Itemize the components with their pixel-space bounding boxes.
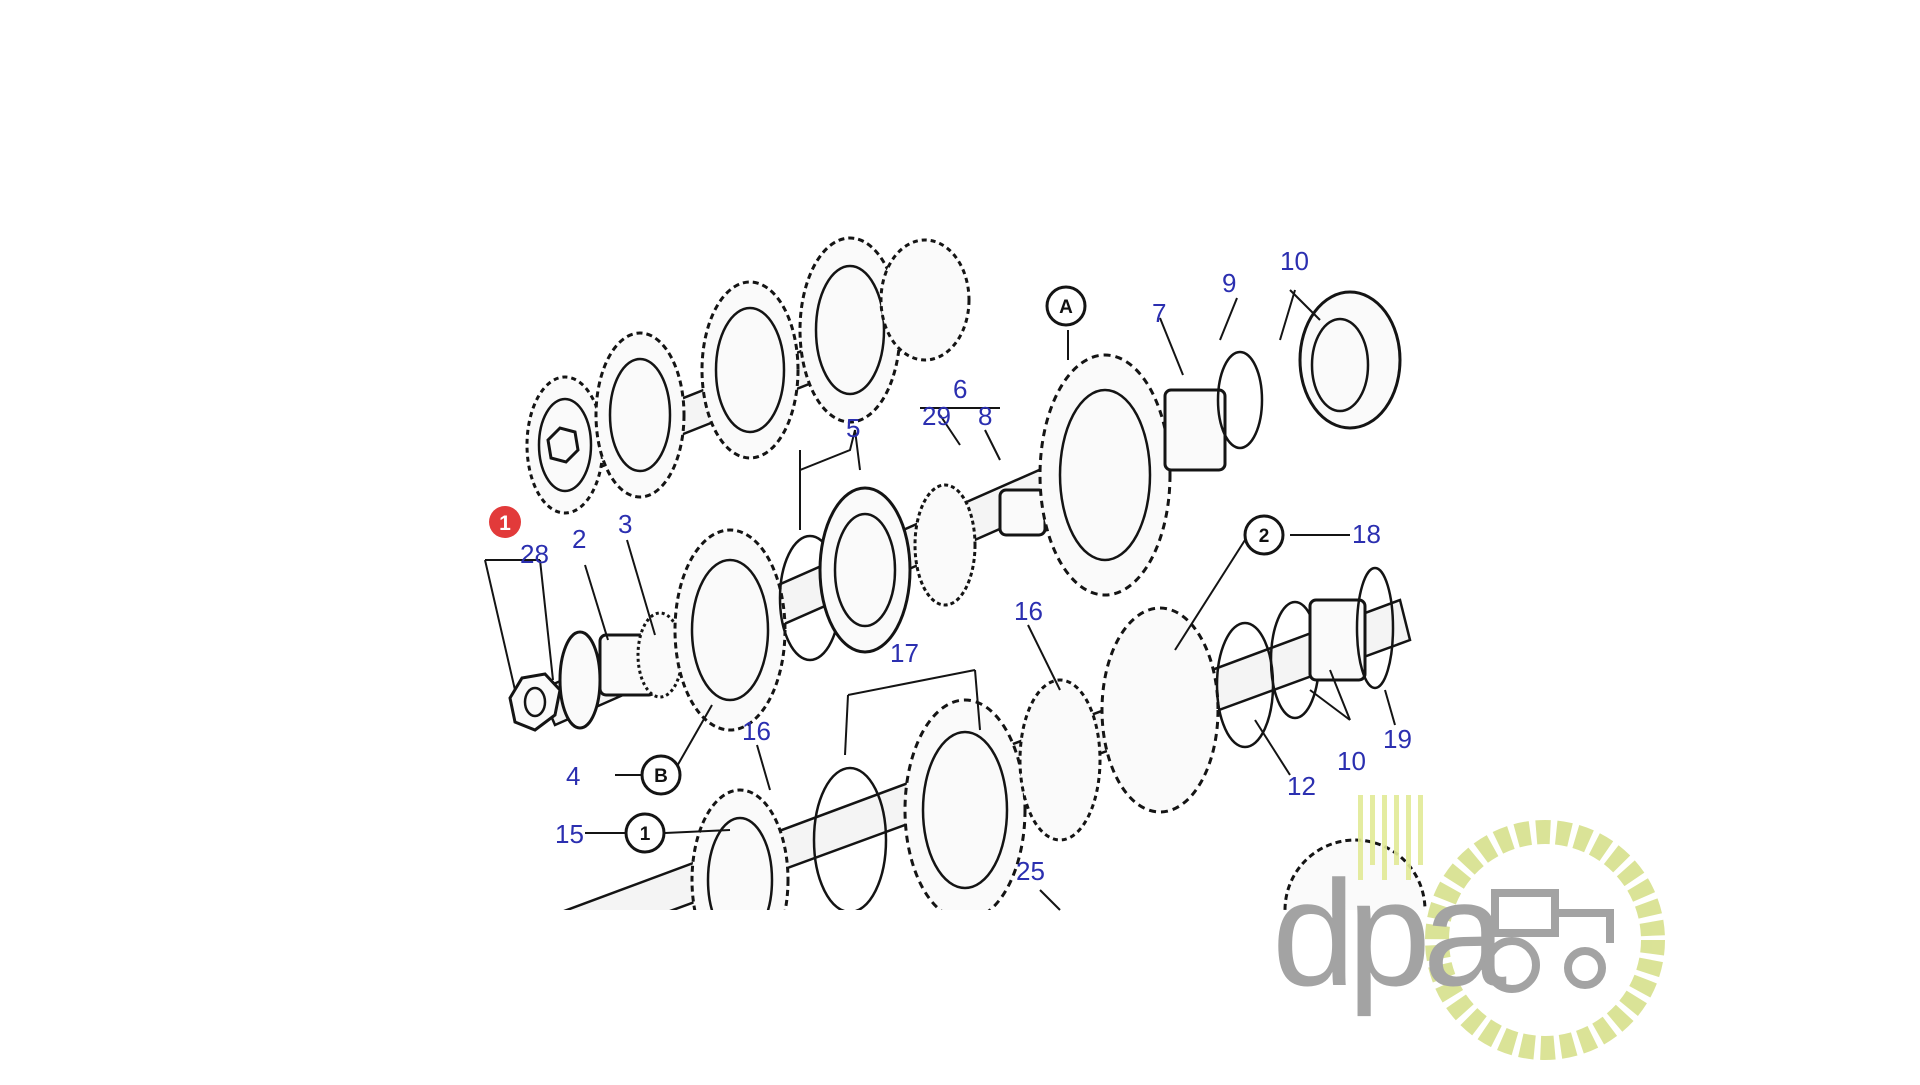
callout-10-lower: 10 — [1337, 746, 1366, 776]
callout-9: 9 — [1222, 268, 1236, 298]
circle-ref-1-ring — [624, 812, 666, 854]
callout-3: 3 — [618, 509, 632, 539]
circle-ref-2-ring — [1243, 514, 1285, 556]
tractor-icon — [1484, 889, 1614, 993]
leader-lines — [484, 289, 1396, 911]
callout-16-middle: 16 — [1014, 596, 1043, 626]
callout-7: 7 — [1152, 298, 1166, 328]
red-marker: 1 — [489, 506, 521, 538]
callout-15: 15 — [555, 819, 584, 849]
callout-28: 28 — [520, 539, 549, 569]
callout-2: 2 — [572, 524, 586, 554]
callout-4: 4 — [566, 761, 580, 791]
red-marker-label: 1 — [499, 512, 511, 535]
logo-text: dpa — [1272, 849, 1507, 1017]
circle-ref-a: A — [1059, 297, 1073, 318]
drawing-area — [508, 236, 1427, 910]
callout-19: 19 — [1383, 724, 1412, 754]
callout-10-top: 10 — [1280, 246, 1309, 276]
lower-shaft-assembly — [563, 566, 1427, 910]
top-shaft-assembly — [525, 236, 971, 515]
circle-ref-2: 2 — [1259, 526, 1270, 547]
circle-ref-b: B — [654, 766, 668, 787]
circle-ref-1: 1 — [640, 824, 651, 845]
callout-17: 17 — [890, 638, 919, 668]
callout-25: 25 — [1016, 856, 1045, 886]
callout-5: 5 — [846, 413, 860, 443]
callout-29: 29 — [922, 401, 951, 431]
circle-refs: A B 1 2 — [624, 285, 1285, 854]
middle-shaft-assembly — [508, 290, 1402, 732]
callout-16-lower: 16 — [742, 716, 771, 746]
callout-8: 8 — [978, 401, 992, 431]
callout-6: 6 — [953, 374, 967, 404]
logo-bars — [1358, 795, 1423, 880]
circle-ref-b-ring — [640, 754, 682, 796]
callout-labels: 28 2 3 4 5 6 29 8 7 9 10 18 16 17 16 15 … — [520, 246, 1412, 886]
callout-12: 12 — [1287, 771, 1316, 801]
logo-gear-ring — [1425, 820, 1665, 1060]
red-marker-dot — [489, 506, 521, 538]
callout-18: 18 — [1352, 519, 1381, 549]
dpa-logo: dpa — [1272, 795, 1665, 1060]
circle-ref-a-ring — [1045, 285, 1087, 327]
